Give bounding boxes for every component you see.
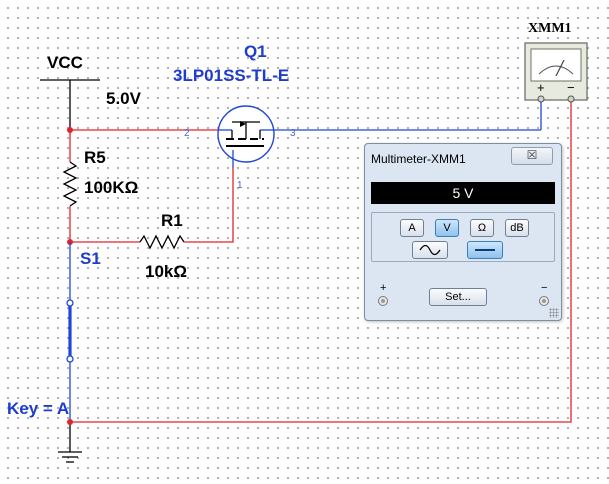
mode-panel: A V Ω dB bbox=[371, 212, 555, 262]
meter-plus-sign: + bbox=[380, 282, 387, 294]
close-button[interactable]: ☒ bbox=[511, 147, 553, 165]
meter-minus-terminal[interactable] bbox=[539, 296, 549, 306]
dc-line-icon bbox=[475, 249, 495, 251]
switch-s1-contact-bottom bbox=[66, 355, 74, 363]
q1-pin-gate-label: 1 bbox=[237, 180, 243, 191]
xmm1-ref-label: XMM1 bbox=[528, 21, 572, 36]
ac-mode-button[interactable] bbox=[412, 241, 448, 259]
mode-button-voltmeter[interactable]: V bbox=[435, 219, 459, 237]
vcc-label: VCC bbox=[47, 53, 83, 72]
xmm1-needle bbox=[555, 59, 565, 77]
r1-value-label: 10kΩ bbox=[145, 262, 187, 281]
r5-value-label: 100KΩ bbox=[84, 178, 139, 197]
r1-ref-label: R1 bbox=[161, 211, 183, 230]
xmm1-terminal-plus[interactable] bbox=[537, 95, 545, 103]
resistor-r5[interactable] bbox=[62, 161, 78, 207]
mode-button-ammeter[interactable]: A bbox=[400, 219, 424, 237]
wire-r1-to-gate[interactable] bbox=[184, 168, 234, 243]
resize-grip[interactable] bbox=[549, 308, 559, 318]
meter-minus-sign: − bbox=[541, 282, 548, 294]
set-button[interactable]: Set... bbox=[429, 288, 487, 306]
s1-key-label: Key = A bbox=[7, 399, 70, 418]
multimeter-window[interactable]: Multimeter-XMM1 ☒ 5 V A V Ω dB + Set... … bbox=[364, 143, 562, 321]
close-icon: ☒ bbox=[526, 148, 538, 162]
q1-pin-drain-label: 3 bbox=[290, 128, 296, 139]
xmm1-face bbox=[530, 48, 582, 82]
switch-s1-contact-top bbox=[66, 299, 74, 307]
xmm1-plus-sign: + bbox=[537, 80, 545, 95]
multimeter-display: 5 V bbox=[371, 182, 555, 204]
s1-ref-label: S1 bbox=[80, 249, 101, 268]
multimeter-title: Multimeter-XMM1 bbox=[371, 152, 466, 166]
vcc-voltage-label: 5.0V bbox=[106, 89, 141, 108]
q1-pin-source-label: 2 bbox=[184, 128, 190, 139]
ac-wave-icon bbox=[419, 244, 441, 256]
resistor-r1[interactable] bbox=[139, 234, 185, 250]
xmm1-minus-sign: − bbox=[567, 80, 575, 95]
meter-plus-terminal[interactable] bbox=[378, 296, 388, 306]
xmm1-terminal-minus[interactable] bbox=[567, 95, 575, 103]
wire-ground-to-meter-minus[interactable] bbox=[70, 102, 572, 423]
r5-ref-label: R5 bbox=[84, 148, 106, 167]
dc-mode-button[interactable] bbox=[467, 241, 503, 259]
mode-button-decibel[interactable]: dB bbox=[505, 219, 529, 237]
xmm1-scale-arc bbox=[538, 65, 574, 75]
q1-part-label: 3LP01SS-TL-E bbox=[173, 66, 290, 85]
q1-ref-label: Q1 bbox=[244, 42, 267, 61]
mode-button-ohmmeter[interactable]: Ω bbox=[470, 219, 494, 237]
